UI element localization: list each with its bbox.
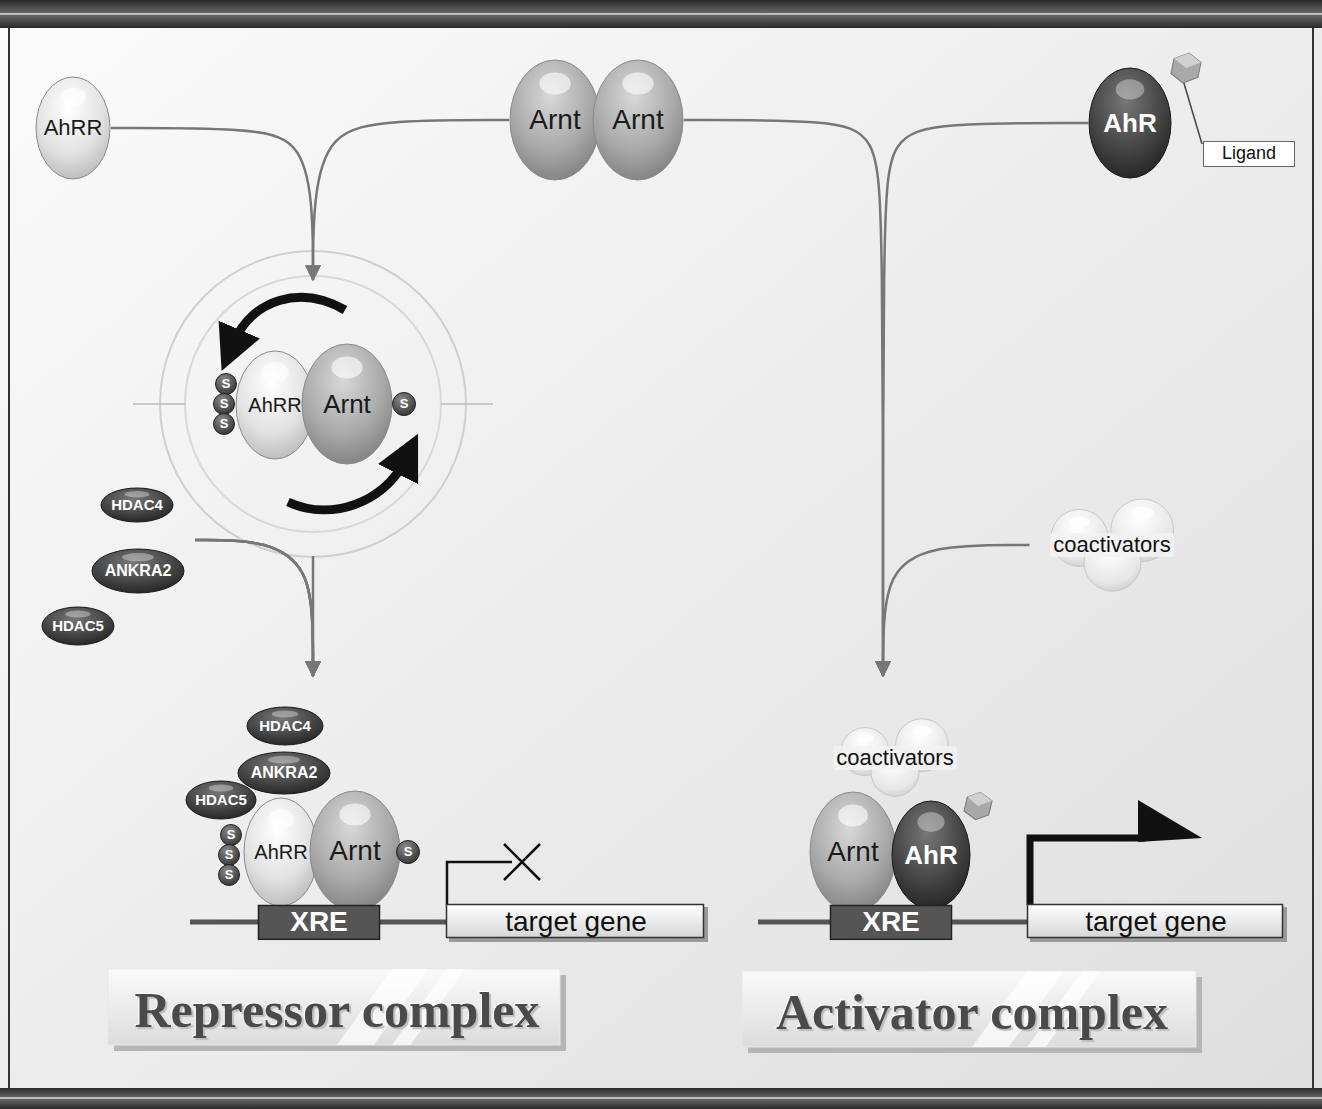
pathway-arrow xyxy=(883,123,1088,676)
pathway-arrow xyxy=(111,128,313,280)
node-text: Arnt xyxy=(329,836,380,867)
node-text: S xyxy=(225,868,234,882)
protein-sphere: Arnt xyxy=(592,59,684,181)
node-text: S xyxy=(220,417,229,431)
node-text: Arnt xyxy=(323,390,371,419)
protein-sphere: AhR xyxy=(1088,67,1172,179)
node-text: AhRR xyxy=(248,394,301,416)
sumo-mark: S xyxy=(213,413,235,435)
node-text: XRE xyxy=(862,907,920,938)
sumo-mark: S xyxy=(215,373,237,395)
node-text: Ligand xyxy=(1222,144,1276,164)
sumo-mark: S xyxy=(392,392,416,416)
node-text: AhRR xyxy=(44,116,103,140)
node-text: Arnt xyxy=(612,105,663,136)
protein-sphere: Arnt xyxy=(509,59,601,181)
pathway-arrow xyxy=(883,545,1030,676)
node-text: ANKRA2 xyxy=(105,562,172,580)
node-text: HDAC4 xyxy=(259,718,311,735)
gene-box: target gene xyxy=(1027,904,1285,940)
node-text: coactivators xyxy=(1050,533,1173,557)
ligand-label-box: Ligand xyxy=(1203,141,1295,167)
protein-sphere: Arnt xyxy=(809,791,897,913)
node-text: HDAC5 xyxy=(52,618,104,635)
node-text: S xyxy=(400,397,409,411)
node-text: HDAC4 xyxy=(111,497,163,514)
protein-sphere: HDAC4 xyxy=(100,487,174,523)
complex-banner: Repressor complex xyxy=(108,969,566,1051)
protein-sphere: HDAC5 xyxy=(185,780,257,820)
node-text: AhRR xyxy=(254,841,307,863)
protein-sphere: HDAC4 xyxy=(246,706,324,746)
protein-sphere: ANKRA2 xyxy=(237,751,331,795)
node-text: AhR xyxy=(1103,109,1156,138)
node-text: S xyxy=(220,397,229,411)
protein-sphere: HDAC5 xyxy=(41,606,115,646)
coactivator-cluster: coactivators xyxy=(1030,498,1195,593)
sumo-mark: S xyxy=(218,864,240,886)
pathway-arrow xyxy=(684,120,883,676)
protein-sphere: Arnt xyxy=(301,343,393,465)
ligand-symbol xyxy=(960,790,996,823)
pathway-arrow xyxy=(195,540,313,676)
complex-banner: Activator complex xyxy=(742,971,1202,1053)
pathway-arrow xyxy=(195,540,313,676)
protein-sphere: AhRR xyxy=(35,76,111,180)
node-text: ANKRA2 xyxy=(251,764,318,782)
protein-sphere: ANKRA2 xyxy=(91,548,185,594)
xre-element: XRE xyxy=(258,905,380,940)
protein-sphere: AhR xyxy=(891,800,971,910)
node-text: target gene xyxy=(1085,907,1227,938)
node-text: S xyxy=(225,848,234,862)
node-text: AhR xyxy=(904,841,957,870)
sumo-mark: S xyxy=(218,844,240,866)
gene-box: target gene xyxy=(446,904,706,940)
sumo-mark: S xyxy=(213,393,235,415)
node-text: HDAC5 xyxy=(195,792,247,809)
node-text: target gene xyxy=(505,907,647,938)
node-text: S xyxy=(404,845,413,859)
node-text: Repressor complex xyxy=(134,983,539,1038)
node-text: XRE xyxy=(290,907,348,938)
pathway-arrow xyxy=(313,120,509,280)
node-text: S xyxy=(222,377,231,391)
sumo-mark: S xyxy=(220,824,242,846)
coactivator-cluster: coactivators xyxy=(820,718,970,798)
xre-element: XRE xyxy=(830,905,952,940)
node-text: coactivators xyxy=(833,746,956,770)
node-text: Arnt xyxy=(827,837,878,868)
node-text: S xyxy=(227,828,236,842)
sumo-mark: S xyxy=(396,840,420,864)
ligand-symbol xyxy=(1167,50,1206,85)
protein-sphere: Arnt xyxy=(309,790,401,912)
protein-sphere: AhRR xyxy=(243,797,319,907)
node-text: Arnt xyxy=(529,105,580,136)
node-text: Activator complex xyxy=(776,985,1168,1040)
ligand-leader xyxy=(1183,80,1202,144)
pathway-arrow xyxy=(195,540,313,676)
